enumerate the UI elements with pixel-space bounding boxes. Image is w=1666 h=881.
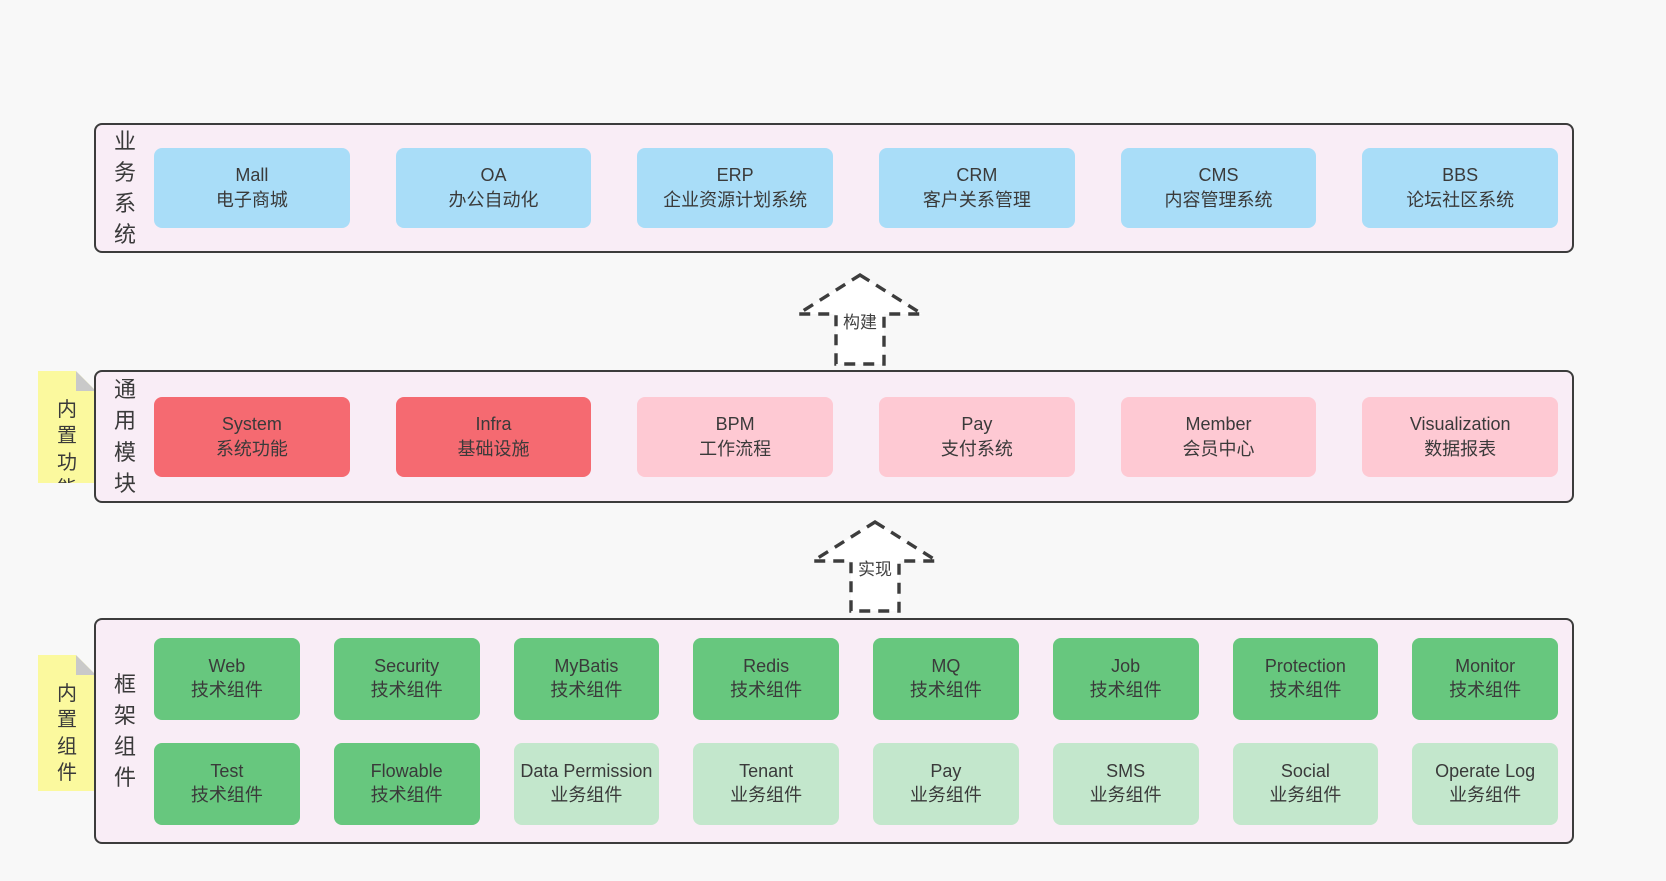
band-label: 通用模块	[113, 377, 136, 496]
node-visualization: Visualization 数据报表	[1362, 396, 1559, 477]
node-data-permission: Data Permission 业务组件	[513, 742, 660, 825]
node-test: Test 技术组件	[154, 742, 300, 825]
arrow-label: 实现	[858, 560, 892, 579]
node-security: Security 技术组件	[333, 637, 480, 720]
node-protection: Protection 技术组件	[1232, 637, 1379, 720]
node-pay: Pay 支付系统	[879, 396, 1075, 477]
node-flowable: Flowable 技术组件	[333, 742, 480, 825]
node-mq: MQ 技术组件	[873, 637, 1019, 720]
node-erp: ERP 企业资源计划系统	[637, 148, 834, 228]
up-arrow-icon	[795, 272, 925, 366]
node-web: Web 技术组件	[154, 637, 300, 720]
node-bpm: BPM 工作流程	[637, 396, 834, 477]
dashed-up-arrow-implement: 实现	[810, 519, 940, 614]
node-member: Member 会员中心	[1120, 396, 1317, 477]
node-social: Social 业务组件	[1232, 742, 1379, 825]
band-label: 框架组件	[113, 671, 136, 791]
node-monitor: Monitor 技术组件	[1412, 637, 1558, 720]
sticky-note-label: 内置组件	[57, 683, 77, 785]
band-row-1: Web 技术组件 Security 技术组件 MyBatis 技术组件 Redi…	[154, 637, 1558, 720]
band-common-modules: 通用模块 System 系统功能 Infra 基础设施 BPM 工作流程 Pay…	[94, 370, 1574, 503]
node-mybatis: MyBatis 技术组件	[513, 637, 660, 720]
node-mall: Mall 电子商城	[154, 148, 350, 228]
node-oa: OA 办公自动化	[395, 148, 592, 228]
node-cms: CMS 内容管理系统	[1120, 148, 1317, 228]
band-label: 业务系统	[113, 128, 136, 248]
band-row-2: Test 技术组件 Flowable 技术组件 Data Permission …	[154, 742, 1558, 825]
arrow-label: 构建	[843, 313, 877, 332]
node-pay-biz: Pay 业务组件	[873, 742, 1019, 825]
band-row: Mall 电子商城 OA 办公自动化 ERP 企业资源计划系统 CRM 客户关系…	[154, 148, 1559, 228]
dashed-up-arrow-build: 构建	[795, 272, 925, 367]
sticky-note-label: 内置功能	[57, 399, 77, 501]
node-system: System 系统功能	[154, 396, 350, 477]
node-infra: Infra 基础设施	[395, 396, 592, 477]
band-business-systems: 业务系统 Mall 电子商城 OA 办公自动化 ERP 企业资源计划系统 CRM…	[94, 123, 1574, 253]
sticky-note-builtin-features: 内置功能	[38, 371, 96, 483]
sticky-note-builtin-components: 内置组件	[38, 655, 96, 791]
band-framework-components: 框架组件 Web 技术组件 Security 技术组件 MyBatis 技术组件…	[94, 618, 1574, 844]
node-crm: CRM 客户关系管理	[879, 148, 1075, 228]
band-rows: Web 技术组件 Security 技术组件 MyBatis 技术组件 Redi…	[154, 637, 1558, 825]
node-redis: Redis 技术组件	[693, 637, 839, 720]
node-bbs: BBS 论坛社区系统	[1362, 148, 1559, 228]
node-operate-log: Operate Log 业务组件	[1412, 742, 1558, 825]
node-tenant: Tenant 业务组件	[693, 742, 839, 825]
up-arrow-icon	[810, 519, 940, 613]
node-sms: SMS 业务组件	[1052, 742, 1199, 825]
band-row: System 系统功能 Infra 基础设施 BPM 工作流程 Pay 支付系统…	[154, 396, 1559, 477]
node-job: Job 技术组件	[1052, 637, 1199, 720]
